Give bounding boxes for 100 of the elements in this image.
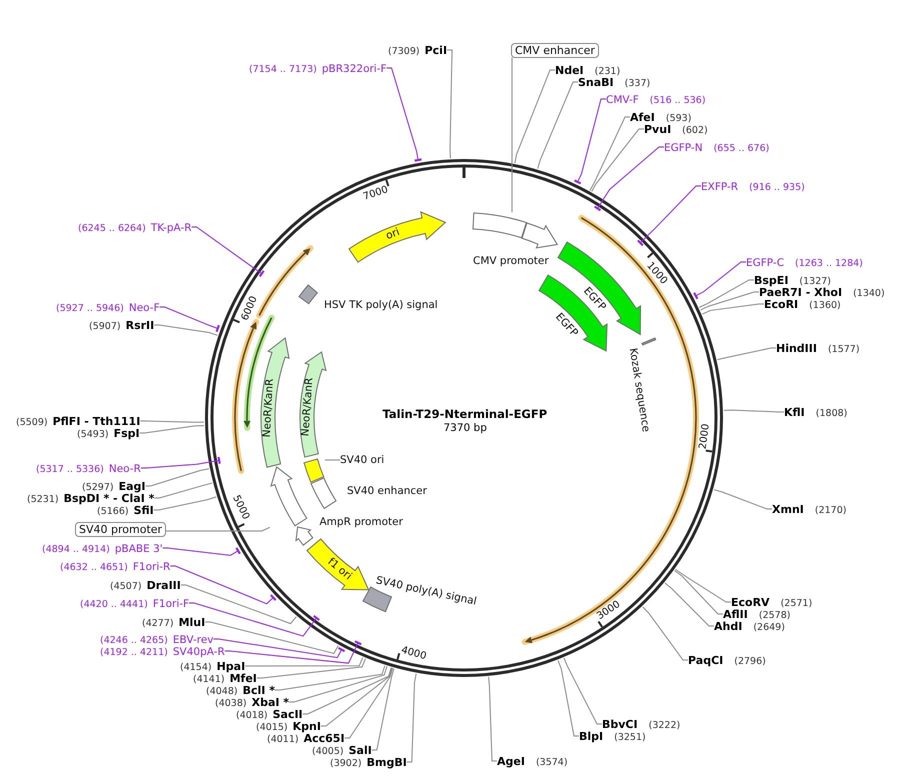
feature-label: CMV enhancer	[511, 42, 599, 58]
leader-line	[140, 420, 205, 423]
site-position: (3574)	[536, 757, 568, 768]
site-position: (4141)	[193, 674, 225, 685]
leader-line	[166, 526, 270, 532]
enzyme-name: MfeI	[230, 672, 257, 685]
primer-name: EBV-rev	[172, 634, 214, 646]
enzyme-name: HpaI	[216, 660, 246, 673]
leader-line	[674, 568, 732, 602]
site-position: (4154)	[180, 662, 212, 673]
feature-name: AmpR promoter	[320, 516, 403, 528]
site-position: (4011)	[267, 734, 299, 745]
enzyme-name: SalI	[348, 744, 372, 757]
site-position: (2649)	[753, 622, 785, 633]
primer-name: pBABE 3'	[114, 543, 163, 555]
site-position: (1577)	[828, 344, 860, 355]
site-position: (4507)	[110, 581, 142, 592]
enzyme-name: KflI	[784, 406, 805, 419]
site-position: (3251)	[614, 732, 646, 743]
primer-name: EGFP-N	[664, 142, 703, 154]
leader-line	[702, 304, 764, 315]
feature-box	[303, 458, 325, 484]
leader-line	[224, 640, 362, 664]
enzyme-name: NdeI	[555, 64, 584, 77]
feature-name: SV40 poly(A) signal	[375, 574, 478, 608]
leader-line	[674, 570, 724, 614]
leader-line	[244, 657, 364, 666]
feature-box	[472, 212, 528, 240]
leader-line	[274, 665, 386, 690]
leader-line	[256, 658, 366, 678]
enzyme-name: PvuI	[644, 123, 672, 136]
leader-line	[288, 666, 388, 702]
leader-line	[154, 324, 218, 336]
leader-line	[537, 82, 578, 170]
leader-line	[446, 50, 453, 159]
enzyme-name: XbaI *	[252, 696, 290, 709]
leader-line	[320, 667, 392, 726]
leader-line	[664, 582, 714, 626]
enzyme-name: SfiI	[134, 504, 154, 517]
site-position: (4005)	[312, 746, 344, 757]
enzyme-name: DraIII	[146, 579, 181, 592]
enzyme-name: HindIII	[776, 342, 817, 355]
enzyme-name: BbvCI	[602, 718, 638, 731]
leader-line	[191, 226, 265, 278]
leader-line	[514, 70, 556, 164]
primer-position: (4894 .. 4914)	[42, 544, 110, 555]
site-position: (3222)	[648, 720, 680, 731]
enzyme-name: BlpI	[579, 730, 604, 743]
leader-line	[302, 667, 392, 714]
plasmid-length: 7370 bp	[444, 422, 487, 434]
site-position: (5493)	[77, 429, 109, 440]
enzyme-name: SacII	[272, 708, 303, 721]
leader-line	[344, 668, 394, 738]
enzyme-name: PaqCI	[688, 654, 724, 667]
site-position: (4038)	[215, 698, 247, 709]
leader-line	[558, 660, 580, 736]
scale-label: 4000	[400, 645, 428, 662]
leader-line	[188, 602, 320, 637]
leader-line	[386, 68, 422, 162]
site-position: (602)	[682, 125, 708, 136]
primer-name: SV40pA-R	[172, 646, 225, 658]
primer-position: (7154 .. 7173)	[249, 64, 317, 75]
primer-position: (1263 .. 1284)	[795, 258, 863, 269]
primer-position: (4246 .. 4265)	[100, 635, 168, 646]
feature-name: Kozak sequence	[627, 347, 652, 433]
enzyme-name: FspI	[114, 427, 140, 440]
feature-name: SV40 ori	[340, 454, 384, 466]
leader-line	[594, 146, 664, 212]
leader-line	[642, 606, 688, 660]
primer-position: (916 .. 935)	[749, 182, 805, 193]
primer-name: Neo-F	[128, 302, 160, 314]
enzyme-name: EcoRV	[731, 596, 770, 609]
site-position: (4018)	[236, 710, 268, 721]
leader-line	[574, 98, 606, 184]
site-position: (5297)	[82, 482, 114, 493]
site-position: (593)	[666, 113, 692, 124]
leader-line	[154, 482, 213, 498]
leader-line	[145, 468, 210, 486]
enzyme-name: BmgBI	[366, 756, 407, 769]
primer-name: EXFP-R	[701, 181, 738, 193]
feature-name: CMV promoter	[473, 255, 549, 267]
primer-name: CMV-F	[606, 94, 639, 106]
leader-line	[591, 128, 644, 192]
primer-name: pBR322ori-F	[322, 63, 387, 75]
enzyme-name: BclI *	[242, 684, 275, 697]
site-position: (231)	[594, 66, 620, 77]
enzyme-name: AflII	[723, 608, 748, 621]
primer-position: (516 .. 536)	[650, 95, 706, 106]
site-position: (1340)	[853, 288, 885, 299]
enzyme-name: MluI	[178, 616, 206, 629]
scale-label: 7000	[362, 184, 390, 203]
leader-line	[204, 622, 339, 654]
primer-position: (5317 .. 5336)	[36, 464, 104, 475]
enzyme-name: EcoRI	[764, 298, 798, 311]
site-position: (1808)	[816, 408, 848, 419]
primer-position: (4632 .. 4651)	[60, 562, 128, 573]
site-position: (2170)	[814, 505, 846, 516]
leader-line	[716, 348, 776, 360]
feature-label: SV40 promoter	[75, 522, 166, 536]
leader-line	[213, 638, 346, 658]
